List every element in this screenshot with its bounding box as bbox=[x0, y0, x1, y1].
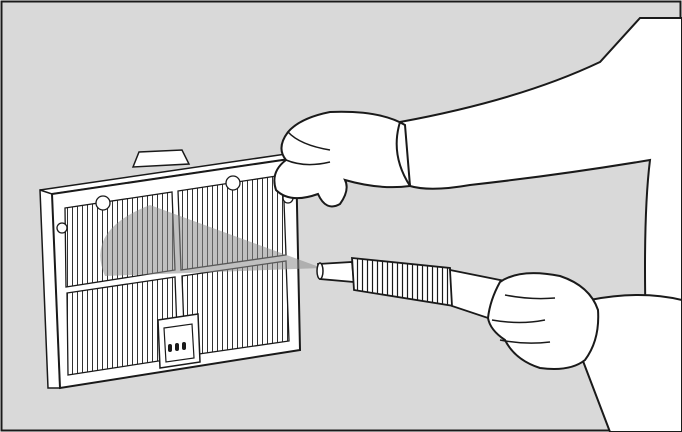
filter-cleaning-illustration bbox=[0, 0, 682, 432]
